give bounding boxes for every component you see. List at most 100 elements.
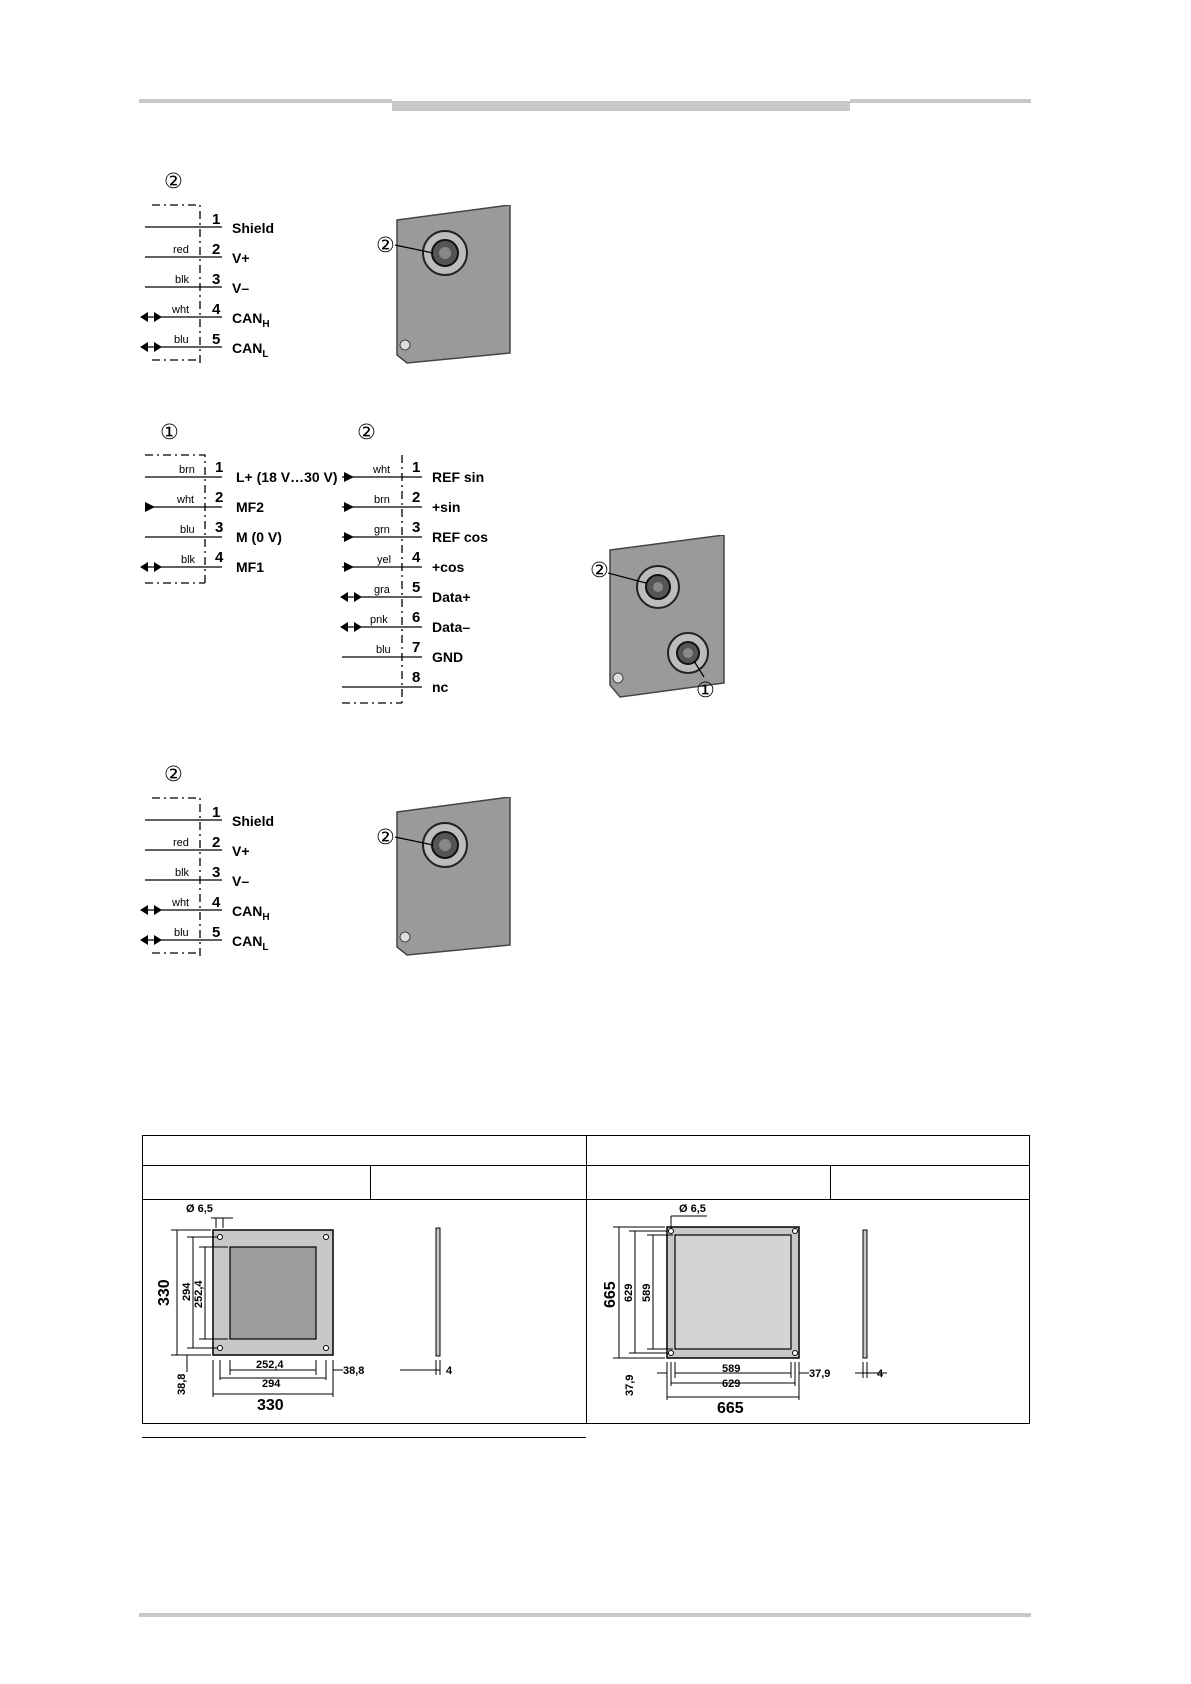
svg-text:Ø 6,5: Ø 6,5 — [679, 1203, 706, 1215]
svg-text:37,9: 37,9 — [624, 1375, 636, 1396]
device-photo — [608, 535, 725, 698]
wire-color: wht — [373, 464, 391, 476]
wire-color: blu — [174, 334, 189, 346]
wire-color: blu — [376, 644, 391, 656]
pin-number: 2 — [412, 489, 421, 506]
wiring-lines-right — [340, 455, 422, 704]
svg-text:330: 330 — [257, 1397, 284, 1414]
wire-color: gra — [374, 584, 390, 596]
svg-text:37,9: 37,9 — [809, 1368, 830, 1380]
pin-label: L+ (18 V…30 V) — [236, 469, 338, 485]
pin-label: CANL — [232, 933, 269, 953]
svg-text:294: 294 — [262, 1378, 281, 1390]
pin-number: 4 — [212, 301, 221, 318]
table-subdivider-left — [370, 1165, 371, 1199]
header-rule-right — [850, 99, 1031, 103]
pin-label: Shield — [232, 813, 275, 829]
wire-color: red — [173, 837, 189, 849]
table-row-divider-2 — [142, 1199, 1030, 1200]
footer-rule — [139, 1613, 1031, 1617]
table-vdivider — [586, 1135, 587, 1424]
table-note-rule — [142, 1437, 586, 1438]
svg-text:629: 629 — [722, 1378, 740, 1390]
pin-label: V+ — [232, 843, 250, 859]
table-subdivider-right — [830, 1165, 831, 1199]
pin-label: CANH — [232, 903, 270, 923]
photo-mark-bottom: ① — [696, 678, 715, 702]
pin-label: Shield — [232, 220, 275, 236]
pin-number: 5 — [412, 579, 421, 596]
pin-number: 2 — [215, 489, 224, 506]
photo-mark: ② — [376, 233, 395, 257]
pin-number: 3 — [212, 271, 221, 288]
pin-label: MF2 — [236, 499, 264, 515]
pin-number: 5 — [212, 331, 221, 348]
plate-drawing-small: Ø 6,5 — [156, 1203, 453, 1414]
wire-color: brn — [374, 494, 390, 506]
pin-number: 6 — [412, 609, 421, 626]
pin-label: CANL — [232, 340, 269, 360]
pin-label: +sin — [432, 499, 461, 515]
svg-text:589: 589 — [722, 1363, 740, 1375]
pin-label: nc — [432, 679, 449, 695]
header-rule-left — [139, 99, 392, 103]
wire-color: pnk — [370, 614, 388, 626]
svg-text:4: 4 — [877, 1368, 884, 1380]
pin-label: CANH — [232, 310, 270, 330]
svg-text:252,4: 252,4 — [193, 1280, 205, 1308]
pin-number: 3 — [212, 864, 221, 881]
connector-mark: ② — [164, 762, 183, 786]
wire-color: blk — [175, 867, 190, 879]
connector-mark: ② — [164, 169, 183, 193]
pin-number: 2 — [212, 241, 221, 258]
svg-text:38,8: 38,8 — [343, 1365, 364, 1377]
wire-color: blu — [180, 524, 195, 536]
svg-text:Ø 6,5: Ø 6,5 — [186, 1203, 213, 1215]
wire-color: brn — [179, 464, 195, 476]
pin-label: Data– — [432, 619, 471, 635]
wire-color: wht — [172, 304, 190, 316]
svg-text:330: 330 — [156, 1279, 173, 1306]
pin-number: 8 — [412, 669, 421, 686]
pin-number: 4 — [215, 549, 224, 566]
plate-drawing-large: Ø 6,5 665 — [602, 1203, 887, 1417]
pin-label: MF1 — [236, 559, 264, 575]
svg-text:4: 4 — [446, 1365, 453, 1377]
svg-text:38,8: 38,8 — [176, 1374, 188, 1395]
wire-color: wht — [177, 494, 195, 506]
pin-label: REF cos — [432, 529, 489, 545]
svg-text:589: 589 — [641, 1284, 653, 1302]
pin-number: 1 — [215, 459, 224, 476]
wiring-lines-left — [140, 454, 222, 584]
pin-number: 4 — [412, 549, 421, 566]
pin-number: 5 — [212, 924, 221, 941]
svg-text:252,4: 252,4 — [256, 1359, 284, 1371]
svg-text:294: 294 — [181, 1282, 193, 1301]
header-bar — [392, 101, 850, 111]
wire-color: blk — [181, 554, 196, 566]
pin-number: 3 — [412, 519, 421, 536]
wire-color: blu — [174, 927, 189, 939]
pin-number: 2 — [212, 834, 221, 851]
table-row-divider-1 — [142, 1165, 1030, 1166]
connector-mark-right: ② — [357, 420, 376, 444]
wire-color: grn — [374, 524, 390, 536]
pin-number: 7 — [412, 639, 421, 656]
pin-label: +cos — [432, 559, 465, 575]
pin-number: 1 — [212, 211, 221, 228]
photo-mark: ② — [376, 825, 395, 849]
wire-color: yel — [377, 554, 392, 566]
svg-text:665: 665 — [717, 1400, 744, 1417]
pin-number: 1 — [412, 459, 421, 476]
device-photo — [395, 205, 511, 364]
svg-text:629: 629 — [623, 1284, 635, 1302]
pin-label: REF sin — [432, 469, 485, 485]
photo-mark-top: ② — [590, 558, 609, 582]
pin-number: 1 — [212, 804, 221, 821]
wiring-lines — [140, 204, 222, 365]
pin-label: V– — [232, 280, 250, 296]
pin-label: GND — [432, 649, 464, 665]
pin-label: Data+ — [432, 589, 471, 605]
pin-number: 3 — [215, 519, 224, 536]
wire-color: blk — [175, 274, 190, 286]
